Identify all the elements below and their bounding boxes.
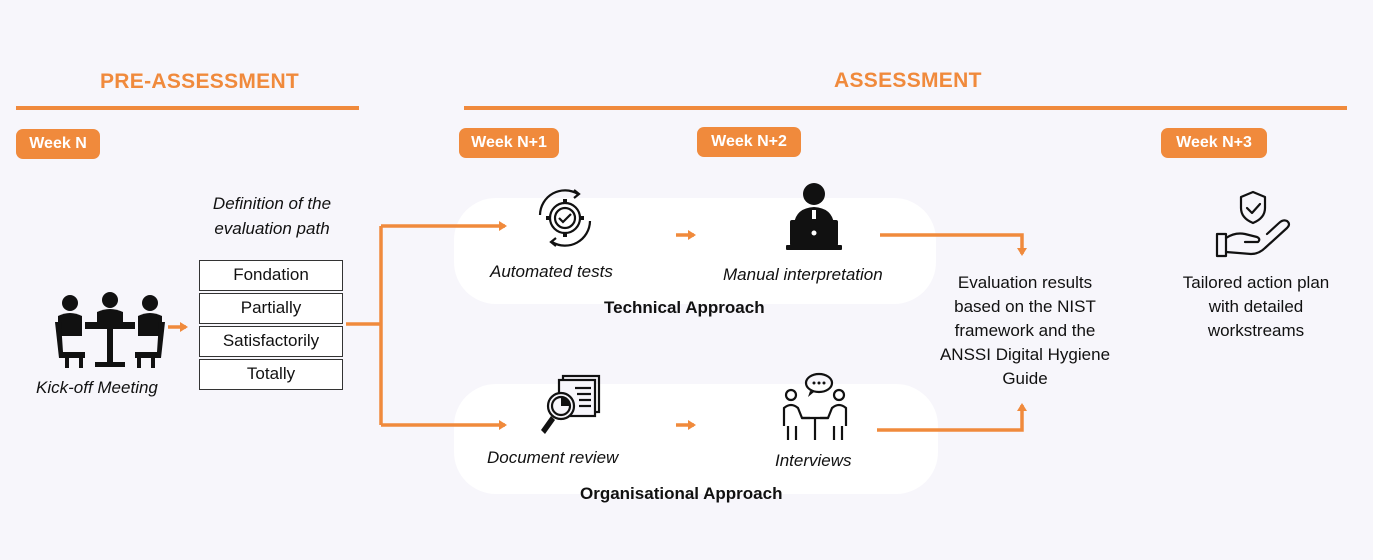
meeting-icon [55, 292, 165, 370]
level-box: Partially [199, 293, 343, 324]
technical-approach-panel [454, 198, 936, 304]
document-magnifier-icon [537, 372, 603, 438]
action-plan-line: with detailed [1208, 297, 1304, 316]
week-n1-badge: Week N+1 [459, 128, 559, 158]
manual-interpretation-label: Manual interpretation [723, 265, 883, 284]
organisational-to-results-arrow [877, 403, 1027, 432]
gear-check-icon [530, 185, 600, 251]
interviews-label: Interviews [775, 451, 852, 470]
technical-approach-title: Technical Approach [604, 298, 765, 317]
week-n-badge: Week N [16, 129, 100, 159]
evaluation-path-title-line1: Definition of the [212, 194, 332, 213]
assessment-divider [464, 106, 1347, 110]
automated-tests-label: Automated tests [490, 262, 613, 281]
results-line: ANSSI Digital Hygiene [939, 345, 1111, 364]
week-n3-badge: Week N+3 [1161, 128, 1267, 158]
technical-to-results-arrow [880, 233, 1027, 256]
results-line: framework and the [954, 321, 1096, 340]
organisational-approach-title: Organisational Approach [580, 484, 783, 503]
pre-assessment-heading: PRE-ASSESSMENT [100, 70, 300, 93]
assessment-heading: ASSESSMENT [834, 69, 982, 92]
action-plan-line: Tailored action plan [1182, 273, 1330, 292]
hand-shield-icon [1215, 188, 1293, 260]
level-box: Satisfactorily [199, 326, 343, 357]
kickoff-label: Kick-off Meeting [36, 378, 158, 397]
level-box: Fondation [199, 260, 343, 291]
results-line: based on the NIST [954, 297, 1096, 316]
document-review-label: Document review [487, 448, 619, 467]
pre-assessment-divider [16, 106, 359, 110]
results-line: Evaluation results [957, 273, 1093, 292]
evaluation-path-title-line2: evaluation path [214, 219, 330, 238]
action-plan-text: Tailored action plan with detailed works… [1160, 271, 1352, 343]
week-n2-badge: Week N+2 [697, 127, 801, 157]
evaluation-results-text: Evaluation results based on the NIST fra… [912, 271, 1138, 391]
interview-icon [780, 372, 850, 442]
action-plan-line: workstreams [1207, 321, 1305, 340]
level-box: Totally [199, 359, 343, 390]
person-laptop-icon [786, 180, 842, 252]
results-line: Guide [1002, 369, 1048, 388]
organisational-approach-panel [454, 384, 938, 494]
